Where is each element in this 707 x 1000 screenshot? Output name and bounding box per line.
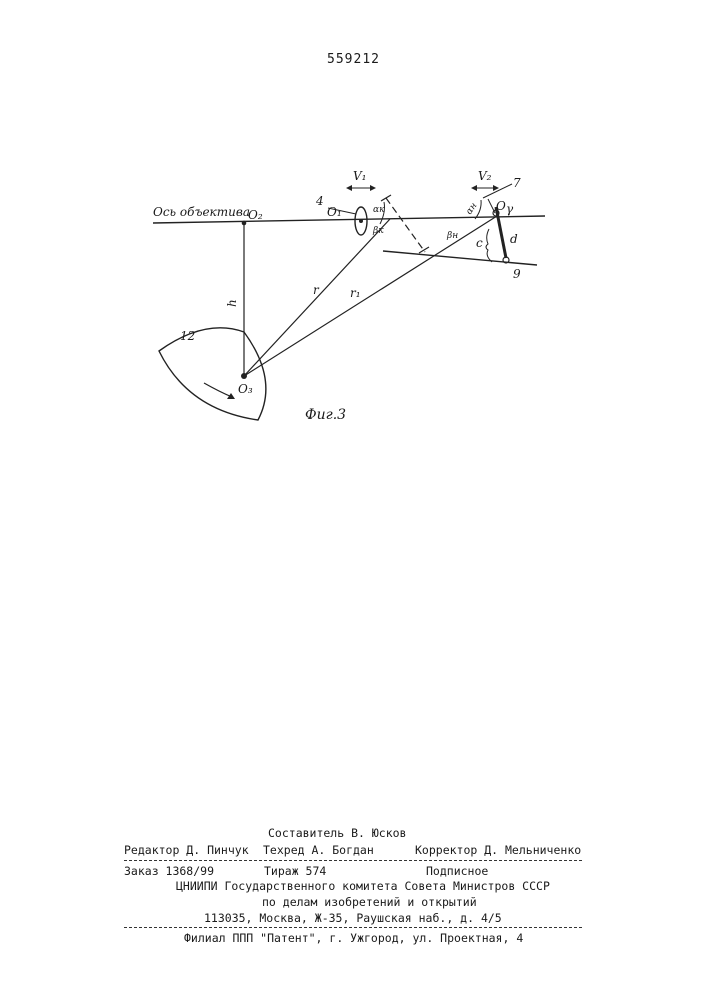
label-gamma: γ [506,202,514,216]
techred: Техред А. Богдан [263,843,374,857]
label-v2: V₂ [478,169,492,183]
subscription: Подписное [426,864,488,878]
address: 113035, Москва, Ж-35, Раушская наб., д. … [204,911,502,925]
label-12: 12 [180,329,195,343]
dashed-normal [386,198,425,252]
label-alpha-k: αк [373,205,385,215]
branch: Филиал ППП "Патент", г. Ужгород, ул. Про… [184,931,523,945]
label-o: O [496,199,506,213]
imprint-rule-top [124,860,582,861]
label-7: 7 [513,176,521,190]
label-o3: O₃ [238,382,253,396]
label-o2: O₂ [248,208,263,222]
label-o1: O₁ [327,205,342,219]
mirror-rod [496,207,506,258]
line-7 [483,184,512,198]
label-4: 4 [315,194,324,208]
label-d: d [510,232,518,246]
order: Заказ 1368/99 [124,864,214,878]
org-line-1: ЦНИИПИ Государственного комитета Совета … [176,879,550,893]
compiler: Составитель В. Юсков [268,826,406,840]
label-alpha-n: αн [464,201,479,217]
axis-label: Ось объектива [153,205,250,219]
rotating-body-12 [159,328,266,420]
label-r1: r₁ [350,286,361,300]
label-9: 9 [513,267,521,281]
figure-caption: Фиг.3 [305,407,346,423]
imprint-rule-bottom [124,927,582,928]
mirror-line [383,251,537,265]
label-h: h [225,299,239,307]
label-c: c [476,236,483,250]
label-v1: V₁ [353,169,366,183]
corrector: Корректор Д. Мельниченко [415,843,581,857]
editor: Редактор Д. Пинчук [124,843,249,857]
label-beta-k: βк [372,226,384,236]
circulation: Тираж 574 [264,864,326,878]
label-beta-n: βн [446,231,458,241]
org-line-2: по делам изобретений и открытий [262,895,477,909]
